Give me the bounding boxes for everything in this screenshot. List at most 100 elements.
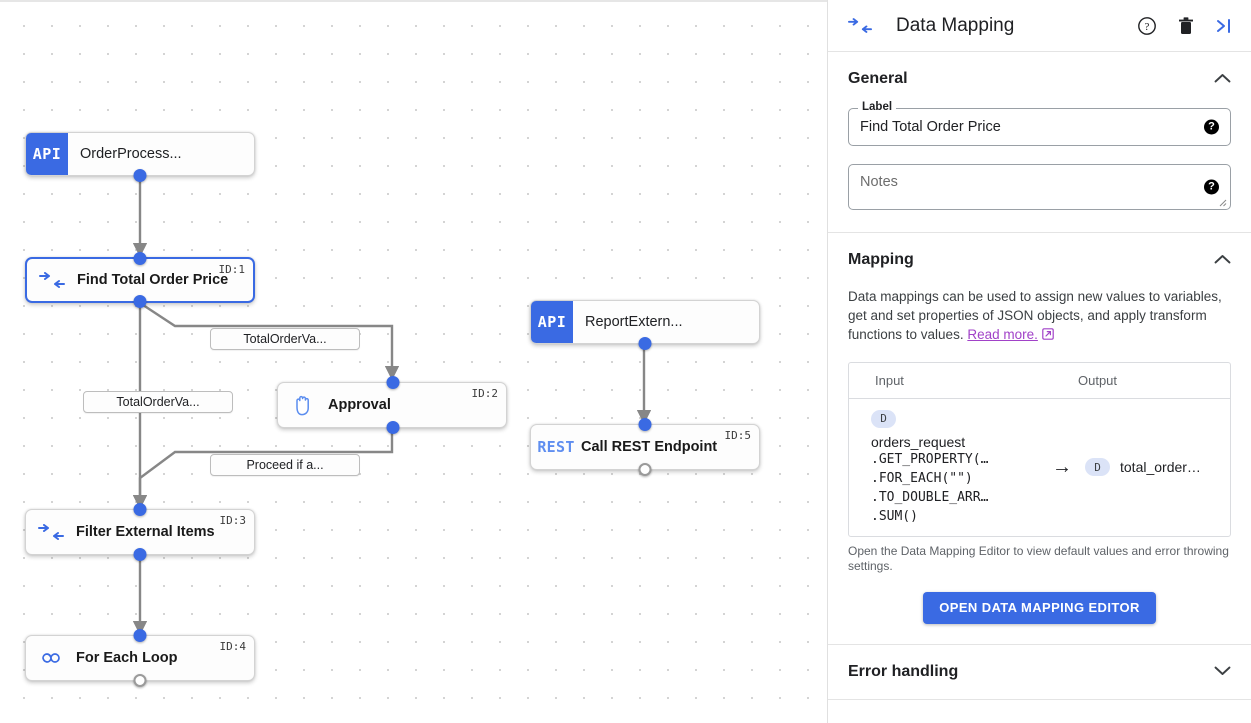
help-icon[interactable]: ?: [1204, 119, 1219, 135]
mapping-table: Input Output D orders_request .GET_PROPE…: [848, 362, 1231, 537]
node-title: ReportExtern...: [585, 314, 683, 330]
label-field-value: Find Total Order Price: [860, 119, 1001, 135]
svg-text:?: ?: [1145, 21, 1150, 33]
node-filter-external-items[interactable]: Filter External Items ID:3: [25, 503, 255, 561]
section-title: Mapping: [848, 251, 914, 268]
resize-handle[interactable]: [1218, 198, 1227, 207]
node-title: Filter External Items: [76, 524, 215, 540]
node-port-out[interactable]: [638, 337, 652, 350]
rest-icon: REST: [537, 438, 575, 456]
expression-line: .GET_PROPERTY(…: [871, 451, 989, 467]
data-mapping-icon: [27, 272, 77, 288]
open-data-mapping-editor-button[interactable]: OPEN DATA MAPPING EDITOR: [923, 591, 1156, 624]
node-port-in[interactable]: [133, 629, 147, 642]
edge-label-total-order-va-1[interactable]: TotalOrderVa...: [210, 328, 360, 350]
collapse-panel-icon[interactable]: [1215, 17, 1235, 35]
panel-title: Data Mapping: [896, 14, 1015, 36]
node-id-label: ID:5: [724, 429, 752, 442]
node-id-label: ID:1: [218, 263, 246, 276]
data-mapping-icon: [26, 524, 76, 540]
section-error-handling: Error handling: [828, 645, 1251, 699]
node-port-in[interactable]: [133, 252, 147, 265]
node-id-label: ID:4: [219, 640, 247, 653]
section-divider: [828, 232, 1251, 233]
mapping-input-cell: D orders_request .GET_PROPERTY(… .FOR_EA…: [849, 409, 1039, 526]
expression-line: .SUM(): [871, 508, 918, 524]
notes-field[interactable]: Notes ?: [848, 164, 1231, 210]
node-title: OrderProcess...: [80, 146, 182, 162]
node-call-rest-endpoint[interactable]: REST Call REST Endpoint ID:5: [530, 418, 760, 476]
datatype-badge: D: [871, 409, 896, 428]
node-approval[interactable]: Approval ID:2: [277, 376, 507, 434]
chevron-down-icon[interactable]: [1214, 665, 1231, 678]
panel-header-actions: ?: [1137, 16, 1235, 36]
mapping-output-cell: D total_order…: [1085, 458, 1230, 477]
node-port-out[interactable]: [133, 169, 147, 182]
label-field-legend: Label: [858, 101, 897, 113]
external-link-icon[interactable]: [1041, 328, 1054, 342]
notes-field-placeholder: Notes: [860, 174, 898, 190]
mapping-button-row: OPEN DATA MAPPING EDITOR: [844, 574, 1235, 644]
node-title: Call REST Endpoint: [581, 439, 718, 455]
node-title: Approval: [328, 397, 391, 413]
section-divider: [828, 643, 1251, 645]
panel-header: Data Mapping ?: [828, 0, 1251, 52]
node-title: For Each Loop: [76, 650, 178, 666]
read-more-link[interactable]: Read more.: [967, 327, 1038, 342]
edge-label-proceed-if-a[interactable]: Proceed if a...: [210, 454, 360, 476]
node-port-in[interactable]: [133, 503, 147, 516]
label-field[interactable]: Label Find Total Order Price ?: [848, 101, 1231, 146]
mapping-table-row[interactable]: D orders_request .GET_PROPERTY(… .FOR_EA…: [849, 399, 1230, 536]
node-id-label: ID:2: [471, 387, 499, 400]
column-header-output: Output: [1078, 373, 1118, 388]
node-title: Find Total Order Price: [77, 272, 229, 288]
properties-panel: Data Mapping ?: [828, 0, 1251, 723]
input-expression: .GET_PROPERTY(… .FOR_EACH("") .TO_DOUBLE…: [871, 450, 1039, 526]
section-error-handling-header[interactable]: Error handling: [844, 645, 1235, 699]
datatype-badge: D: [1085, 458, 1110, 477]
node-find-total-order-price[interactable]: Find Total Order Price ID:1: [25, 252, 255, 308]
trash-icon[interactable]: [1177, 16, 1195, 36]
edge-label-total-order-va-2[interactable]: TotalOrderVa...: [83, 391, 233, 413]
mapping-arrow-icon: →: [1052, 455, 1072, 478]
section-divider: [828, 698, 1251, 700]
help-icon[interactable]: ?: [1204, 179, 1219, 195]
help-icon[interactable]: ?: [1137, 16, 1157, 36]
workflow-canvas[interactable]: API OrderProcess... Find Total Order Pri…: [0, 0, 828, 723]
panel-body: General Label Find Total Order Price ? N…: [828, 52, 1251, 723]
api-badge-icon: API: [26, 133, 68, 175]
node-port-out[interactable]: [386, 421, 400, 434]
section-general-header[interactable]: General: [844, 52, 1235, 106]
output-variable-name: total_order…: [1120, 459, 1201, 476]
section-title: General: [848, 70, 908, 87]
node-id-label: ID:3: [219, 514, 247, 527]
workflow-edges: [132, 176, 652, 636]
mapping-description-text: Data mappings can be used to assign new …: [848, 289, 1222, 342]
node-port-out[interactable]: [133, 295, 147, 308]
section-mapping: Mapping Data mappings can be used to ass…: [828, 233, 1251, 644]
node-port-in[interactable]: [638, 418, 652, 431]
chevron-up-icon[interactable]: [1214, 73, 1231, 86]
column-header-input: Input: [875, 373, 904, 388]
node-for-each-loop[interactable]: For Each Loop ID:4: [25, 629, 255, 687]
section-mapping-header[interactable]: Mapping: [844, 233, 1235, 287]
mapping-footnote: Open the Data Mapping Editor to view def…: [848, 543, 1229, 573]
node-port-out[interactable]: [133, 548, 147, 561]
mapping-description: Data mappings can be used to assign new …: [844, 287, 1235, 346]
data-mapping-icon: [848, 18, 872, 33]
expression-line: .FOR_EACH(""): [871, 470, 973, 486]
node-port-out[interactable]: [133, 674, 147, 687]
node-report-external[interactable]: API ReportExtern...: [530, 300, 760, 350]
node-order-process[interactable]: API OrderProcess...: [25, 132, 255, 182]
chevron-up-icon[interactable]: [1214, 254, 1231, 267]
node-port-out[interactable]: [638, 463, 652, 476]
loop-icon: [26, 650, 76, 666]
mapping-table-header: Input Output: [849, 363, 1230, 399]
api-badge-icon: API: [531, 301, 573, 343]
node-port-in[interactable]: [386, 376, 400, 389]
section-general: General Label Find Total Order Price ? N…: [828, 52, 1251, 232]
hand-icon: [278, 394, 328, 416]
section-title: Error handling: [848, 662, 959, 680]
input-variable-name: orders_request: [871, 433, 966, 450]
